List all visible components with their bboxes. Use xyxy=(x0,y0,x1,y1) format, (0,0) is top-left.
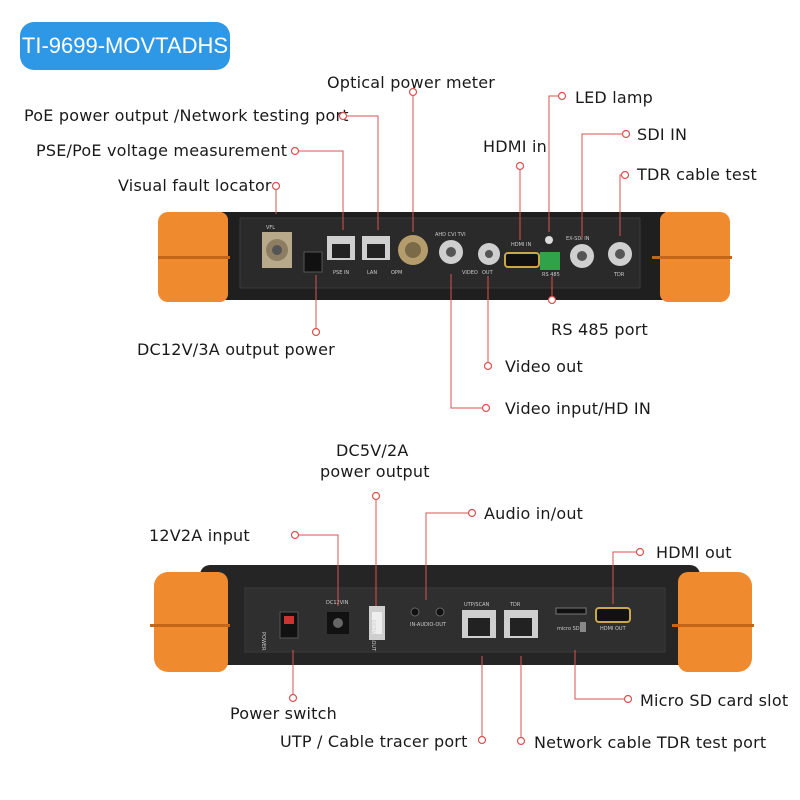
port-label-vfl: VFL xyxy=(266,225,275,231)
label-sdi-in: SDI IN xyxy=(637,125,688,144)
leader-video-input xyxy=(450,274,486,409)
label-dc12v-output: DC12V/3A output power xyxy=(137,340,335,359)
label-poe-output: PoE power output /Network testing port xyxy=(24,106,349,125)
label-visual-fault-locator: Visual fault locator xyxy=(118,176,272,195)
leader-pse-poe xyxy=(295,150,344,230)
port-label-rs485: RS 485 xyxy=(542,272,560,278)
label-dc5v: DC5V/2A xyxy=(336,441,409,460)
port-label-pse-in: PSE IN xyxy=(333,270,349,276)
leader-led xyxy=(548,95,562,232)
port-label-hdmi-in: HDMI IN xyxy=(511,242,531,248)
label-utp-cable-tracer: UTP / Cable tracer port xyxy=(280,732,468,751)
model-badge: TI-9699-MOVTADHS xyxy=(20,22,230,70)
port-label-tdr-bottom: TDR xyxy=(509,602,521,608)
port-label-video: VIDEO xyxy=(462,270,478,276)
label-video-out: Video out xyxy=(505,357,583,376)
label-dc5v-power-output: power output xyxy=(320,462,430,481)
port-label-lan: LAN xyxy=(367,270,377,276)
port-label-hdmi-out: HDMI OUT xyxy=(600,626,627,632)
port-label-dc12vin: DC12VIN xyxy=(326,600,349,606)
port-label-micro-sd: micro SD xyxy=(557,626,580,632)
leader-micro-sd xyxy=(574,650,628,700)
label-pse-poe: PSE/PoE voltage measurement xyxy=(36,141,288,160)
leader-12v xyxy=(295,534,339,606)
label-network-tdr-port: Network cable TDR test port xyxy=(534,733,767,752)
label-micro-sd-slot: Micro SD card slot xyxy=(640,691,789,710)
label-video-input: Video input/HD IN xyxy=(505,399,651,418)
label-audio-in-out: Audio in/out xyxy=(484,504,584,523)
leader-audio xyxy=(425,512,472,600)
label-hdmi-out: HDMI out xyxy=(656,543,732,562)
port-label-ex-sdi: EX-SDI IN xyxy=(566,236,590,242)
label-tdr-cable-test: TDR cable test xyxy=(637,165,757,184)
label-rs485-port: RS 485 port xyxy=(551,320,648,339)
leader-tdr xyxy=(619,174,625,236)
port-label-ahd: AHD CVI TVI xyxy=(435,232,466,238)
port-label-utp: UTP/SCAN xyxy=(464,602,489,608)
label-optical-power-meter: Optical power meter xyxy=(327,73,496,92)
label-power-switch: Power switch xyxy=(230,704,337,723)
port-label-out: OUT xyxy=(482,270,494,276)
port-label-dc5v2aout: DC5V2AOUT xyxy=(370,620,376,652)
leader-poe-output xyxy=(343,115,379,230)
label-12v2a-input: 12V2A input xyxy=(149,526,250,545)
leader-hdmi-out xyxy=(612,551,640,604)
label-led-lamp: LED lamp xyxy=(575,88,654,107)
leader-sdi xyxy=(581,133,626,238)
label-hdmi-in: HDMI in xyxy=(483,137,547,156)
port-label-opm: OPM xyxy=(391,270,402,276)
port-label-audio: IN-AUDIO-OUT xyxy=(410,622,447,628)
port-label-tdr: TDR xyxy=(613,272,625,278)
port-label-power: POWER xyxy=(260,632,266,651)
